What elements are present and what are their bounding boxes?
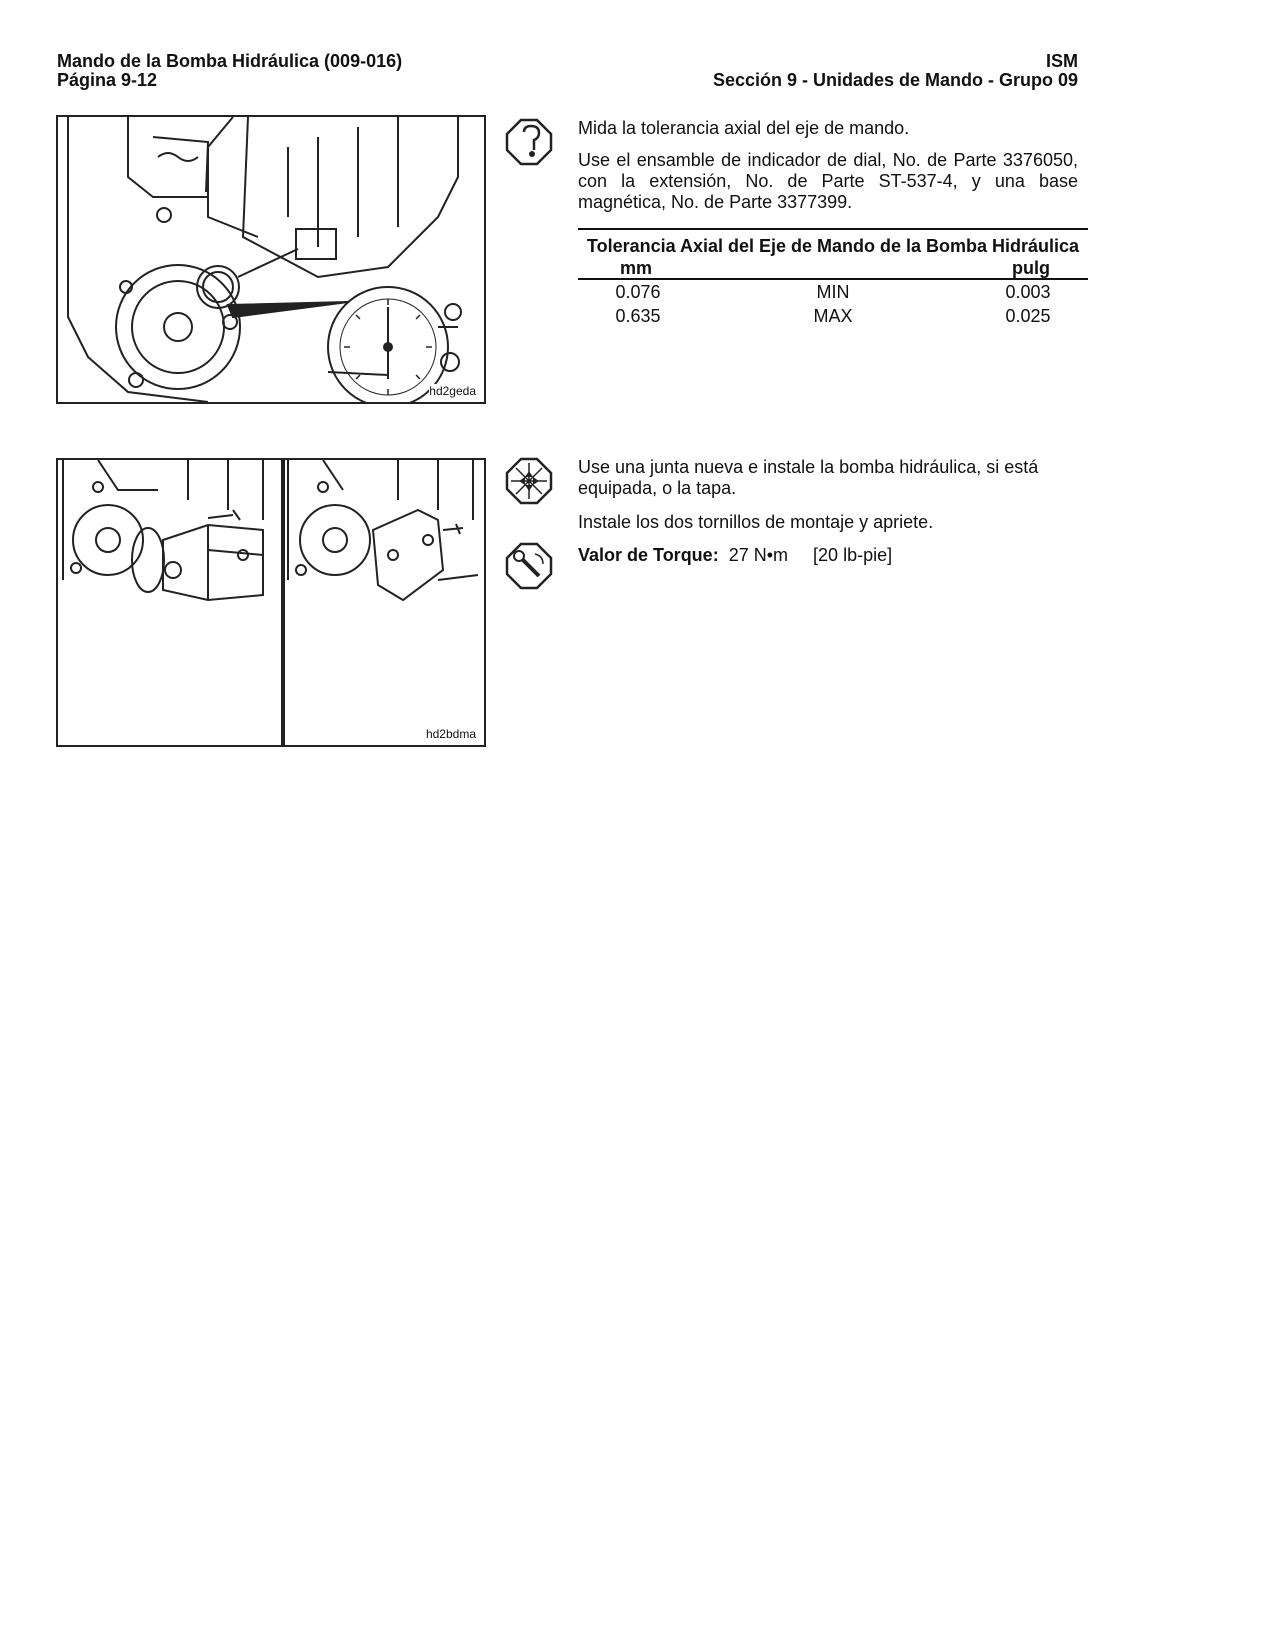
col-mm: mm [620, 258, 653, 278]
torque-spec: Valor de Torque: 27 N•m [20 lb-pie] [578, 545, 1078, 566]
tolerance-table: Tolerancia Axial del Eje de Mando de la … [578, 228, 1088, 328]
section-title: Mando de la Bomba Hidráulica (009-016) [57, 51, 403, 71]
step2-instruction: Use una junta nueva e instale la bomba h… [578, 457, 1039, 498]
cell-mm: 0.076 [615, 282, 661, 302]
torque-value: 27 N•m [728, 545, 789, 565]
figure-code: hd2geda [429, 384, 476, 398]
table-header-row: mm pulg [578, 256, 1088, 280]
figure-code: hd2bdma [425, 727, 476, 741]
page-number: Página 9-12 [57, 70, 158, 90]
cell-label: MAX [813, 306, 853, 326]
measure-icon [505, 118, 553, 166]
step2-tighten: Instale los dos tornillos de montaje y a… [578, 512, 934, 532]
cell-label: MIN [816, 282, 850, 302]
dial-indicator-figure: hd2geda [56, 115, 486, 404]
page-header-left: Mando de la Bomba Hidráulica (009-016) P… [57, 52, 402, 90]
table-row: 0.076 MIN 0.003 [578, 280, 1088, 304]
table-row: 0.635 MAX 0.025 [578, 304, 1088, 328]
step1-instruction: Mida la tolerancia axial del eje de mand… [578, 118, 910, 138]
table-title: Tolerancia Axial del Eje de Mando de la … [586, 236, 1080, 256]
step1-tools: Use el ensamble de indicador de dial, No… [578, 150, 1078, 212]
cell-pulg: 0.003 [1005, 282, 1051, 302]
torque-label: Valor de Torque: [578, 545, 719, 565]
pump-install-figure: hd2bdma [56, 458, 486, 747]
section-group: Sección 9 - Unidades de Mando - Grupo 09 [712, 70, 1078, 90]
install-icon [505, 457, 553, 505]
torque-imperial: [20 lb-pie] [813, 545, 893, 565]
cell-pulg: 0.025 [1005, 306, 1051, 326]
cell-mm: 0.635 [615, 306, 661, 326]
col-pulg: pulg [1012, 258, 1050, 278]
engine-model: ISM [1045, 51, 1078, 71]
page-header-right: ISM Sección 9 - Unidades de Mando - Grup… [713, 52, 1078, 90]
torque-wrench-icon [505, 542, 553, 590]
